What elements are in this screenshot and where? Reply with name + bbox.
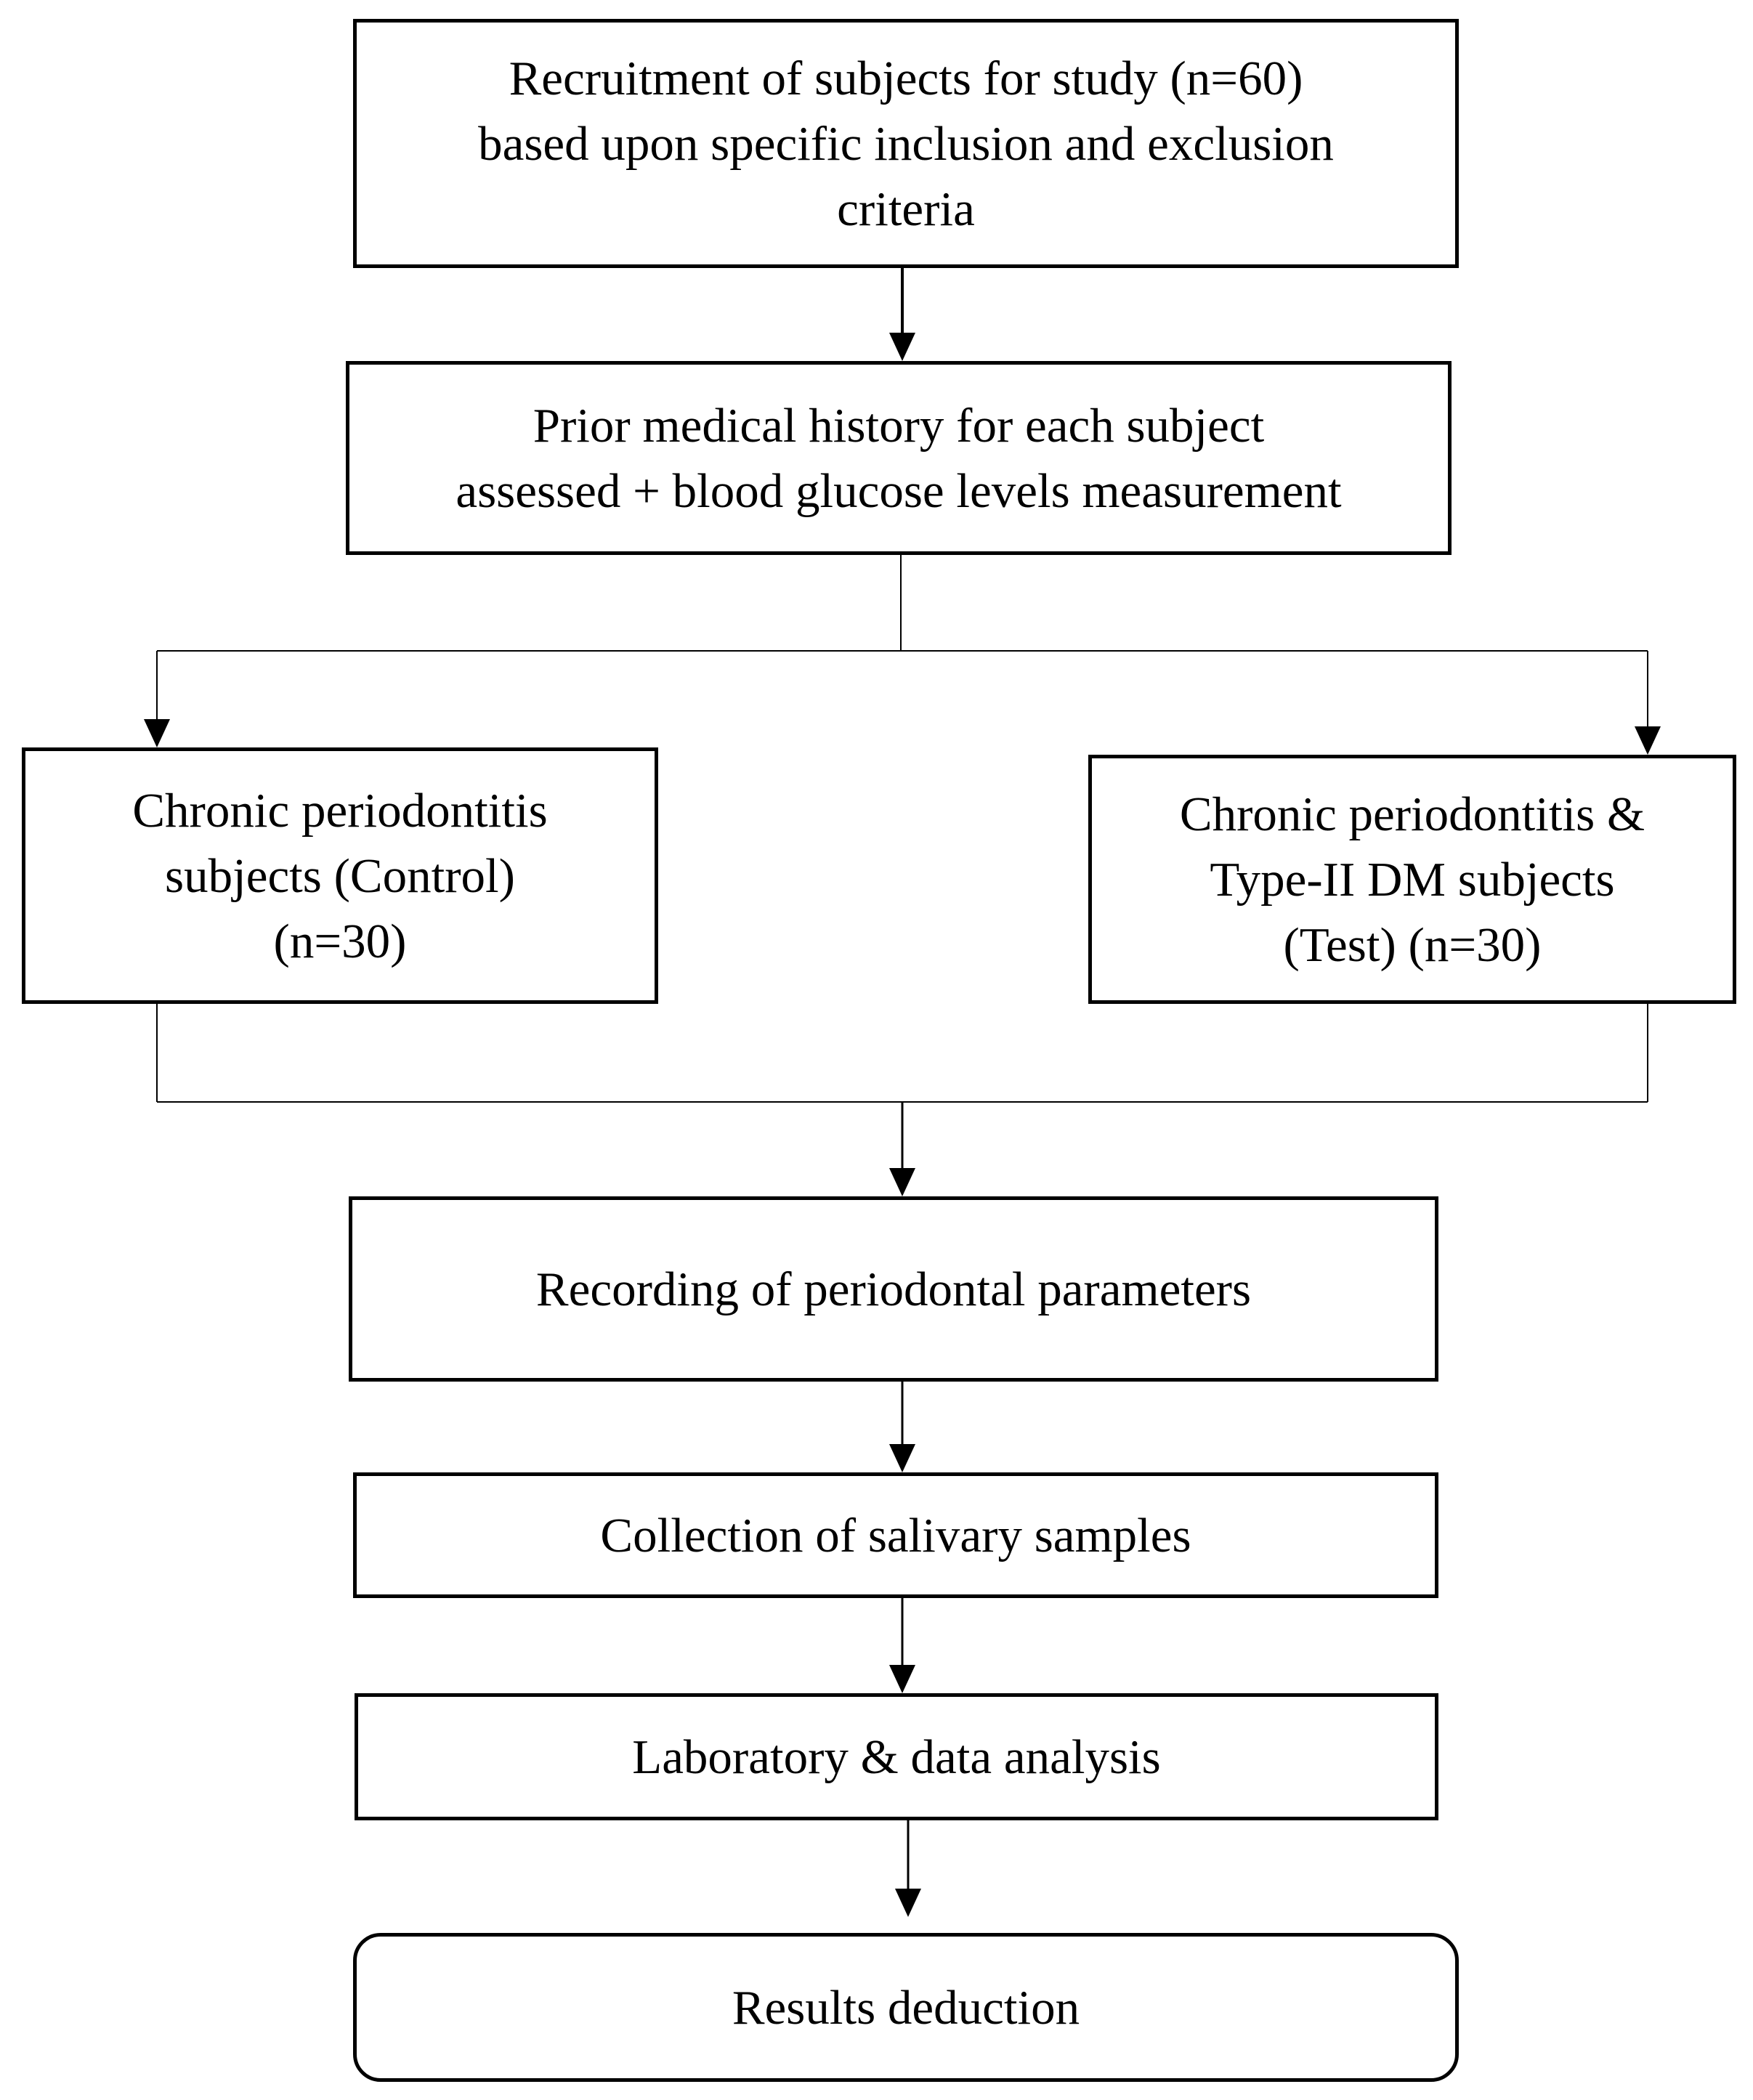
recruitment-text-line-1: Recruitment of subjects for study (n=60) [509,51,1303,105]
recruitment-text-line-3: criteria [837,182,975,236]
results-text: Results deduction [732,1980,1080,2035]
control-text-line-3: (n=30) [273,914,407,968]
medical-history-box: Prior medical history for each subject a… [346,361,1452,555]
results-deduction-box: Results deduction [353,1933,1459,2082]
arrowhead-recording [889,1168,915,1196]
recruitment-text-line-2: based upon specific inclusion and exclus… [478,116,1334,171]
test-group-box: Chronic periodontitis & Type-II DM subje… [1088,755,1736,1004]
lab-analysis-box: Laboratory & data analysis [355,1693,1438,1820]
collection-text: Collection of salivary samples [600,1508,1191,1562]
lab-text: Laboratory & data analysis [632,1730,1161,1784]
history-text-line-2: assessed + blood glucose levels measurem… [456,463,1342,518]
arrowhead-results [895,1889,921,1917]
history-text-line-1: Prior medical history for each subject [533,398,1265,453]
control-text-line-1: Chronic periodontitis [132,783,548,838]
arrowhead-control [144,719,170,747]
recording-text: Recording of periodontal parameters [535,1262,1252,1316]
recording-parameters-box: Recording of periodontal parameters [349,1196,1438,1382]
test-text-line-1: Chronic periodontitis & [1179,787,1645,841]
control-text-line-2: subjects (Control) [165,848,515,903]
arrowhead-collection [889,1444,915,1472]
test-text-line-3: (Test) (n=30) [1283,917,1542,972]
arrowhead-history [889,333,915,361]
test-text-line-2: Type-II DM subjects [1210,852,1615,907]
recruitment-box: Recruitment of subjects for study (n=60)… [353,19,1459,268]
arrowhead-lab [889,1665,915,1693]
arrowhead-test [1635,726,1661,755]
saliva-collection-box: Collection of salivary samples [353,1472,1438,1598]
control-group-box: Chronic periodontitis subjects (Control)… [22,747,658,1004]
